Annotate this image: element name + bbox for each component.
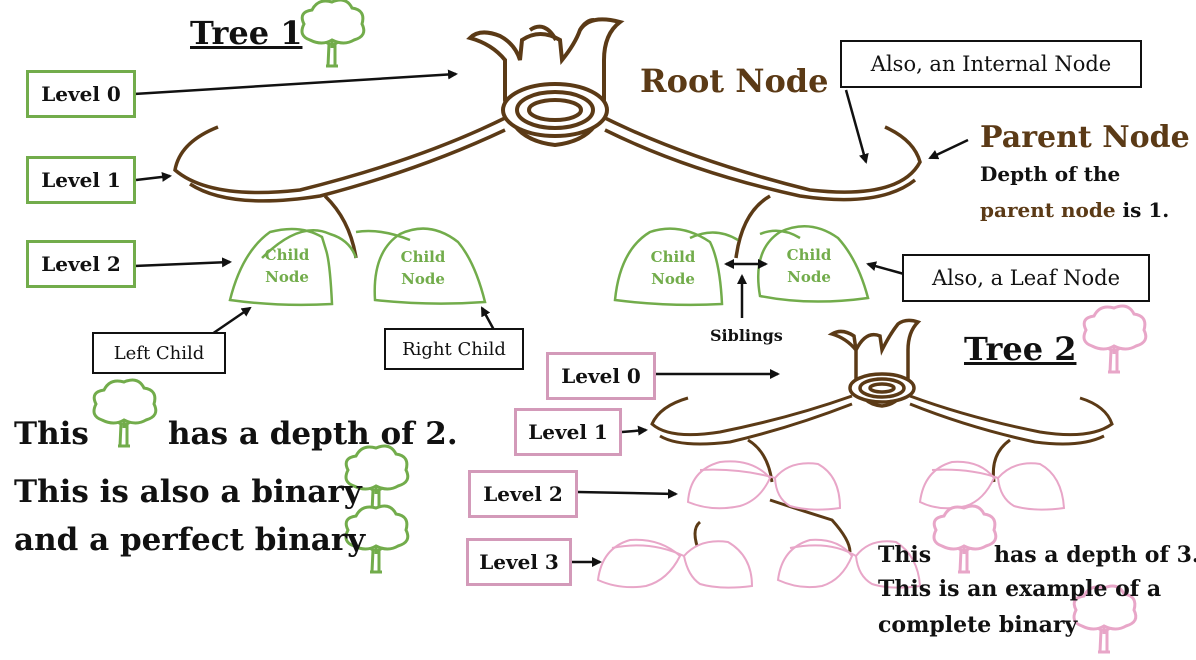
tree2-level-3-box: Level 3: [466, 538, 572, 586]
child-node-line2: Node: [651, 270, 695, 288]
right-child-box: Right Child: [384, 328, 524, 370]
internal-node-box: Also, an Internal Node: [840, 40, 1142, 88]
root-node-label: Root Node: [640, 62, 829, 100]
arrows: [133, 69, 969, 567]
tree2-root-stump: [827, 318, 922, 408]
tree1-branches: [173, 116, 922, 259]
child-node-label-1: Child Node: [252, 244, 322, 288]
child-node-line2: Node: [787, 268, 831, 286]
depth-note-highlight: parent node: [980, 198, 1116, 222]
tree2-branches: [650, 394, 1114, 555]
tree1-left-child-leaf: [228, 227, 334, 307]
tree2-summary-line1-b: has a depth of 3.: [994, 542, 1196, 568]
left-child-box: Left Child: [92, 332, 226, 374]
tree2-level-0-box: Level 0: [546, 352, 656, 400]
tree2-leaves: [596, 460, 1066, 589]
child-node-label-2: Child Node: [388, 246, 458, 290]
depth-note-line2: parent node is 1.: [980, 198, 1169, 222]
child-node-line1: Child: [786, 246, 832, 264]
child-node-label-4: Child Node: [774, 244, 844, 288]
tree1-right-child-leaf: [373, 227, 487, 305]
tree1-summary-line1-a: This: [14, 416, 89, 452]
tree1-child-leaf-4: [756, 225, 870, 303]
child-node-line1: Child: [264, 246, 310, 264]
tree2-title: Tree 2: [964, 330, 1077, 368]
summary-tree-icon-1: [92, 378, 158, 448]
tree1-level-1-box: Level 1: [26, 156, 136, 204]
child-node-line1: Child: [400, 248, 446, 266]
tree1-title-tree-icon: [300, 0, 366, 68]
depth-note-line1: Depth of the: [980, 162, 1121, 186]
tree2-summary-tree-icon-1: [932, 504, 998, 574]
tree1-title: Tree 1: [190, 14, 303, 52]
tree1-summary-line2: This is also a binary: [14, 474, 362, 510]
child-node-line2: Node: [401, 270, 445, 288]
tree1-level-2-box: Level 2: [26, 240, 136, 288]
tree1-level-0-box: Level 0: [26, 70, 136, 118]
tree2-level-1-box: Level 1: [514, 408, 622, 456]
depth-note-tail: is 1.: [1122, 198, 1170, 222]
tree1-summary-line1-b: has a depth of 2.: [168, 416, 458, 452]
siblings-label: Siblings: [710, 326, 783, 345]
tree2-level-2-box: Level 2: [468, 470, 578, 518]
tree1-root-stump: [466, 17, 625, 148]
tree2-summary-line2: This is an example of a: [878, 576, 1162, 602]
child-node-line1: Child: [650, 248, 696, 266]
tree1-summary-line3: and a perfect binary: [14, 522, 366, 558]
child-node-line2: Node: [265, 268, 309, 286]
child-node-label-3: Child Node: [638, 246, 708, 290]
tree2-summary-line3: complete binary: [878, 612, 1078, 638]
tree1-child-leaf-3: [613, 227, 724, 307]
leaf-node-box: Also, a Leaf Node: [902, 254, 1150, 302]
parent-node-label: Parent Node: [980, 120, 1190, 155]
tree2-title-tree-icon: [1082, 304, 1148, 374]
tree2-summary-line1-a: This: [878, 542, 932, 568]
